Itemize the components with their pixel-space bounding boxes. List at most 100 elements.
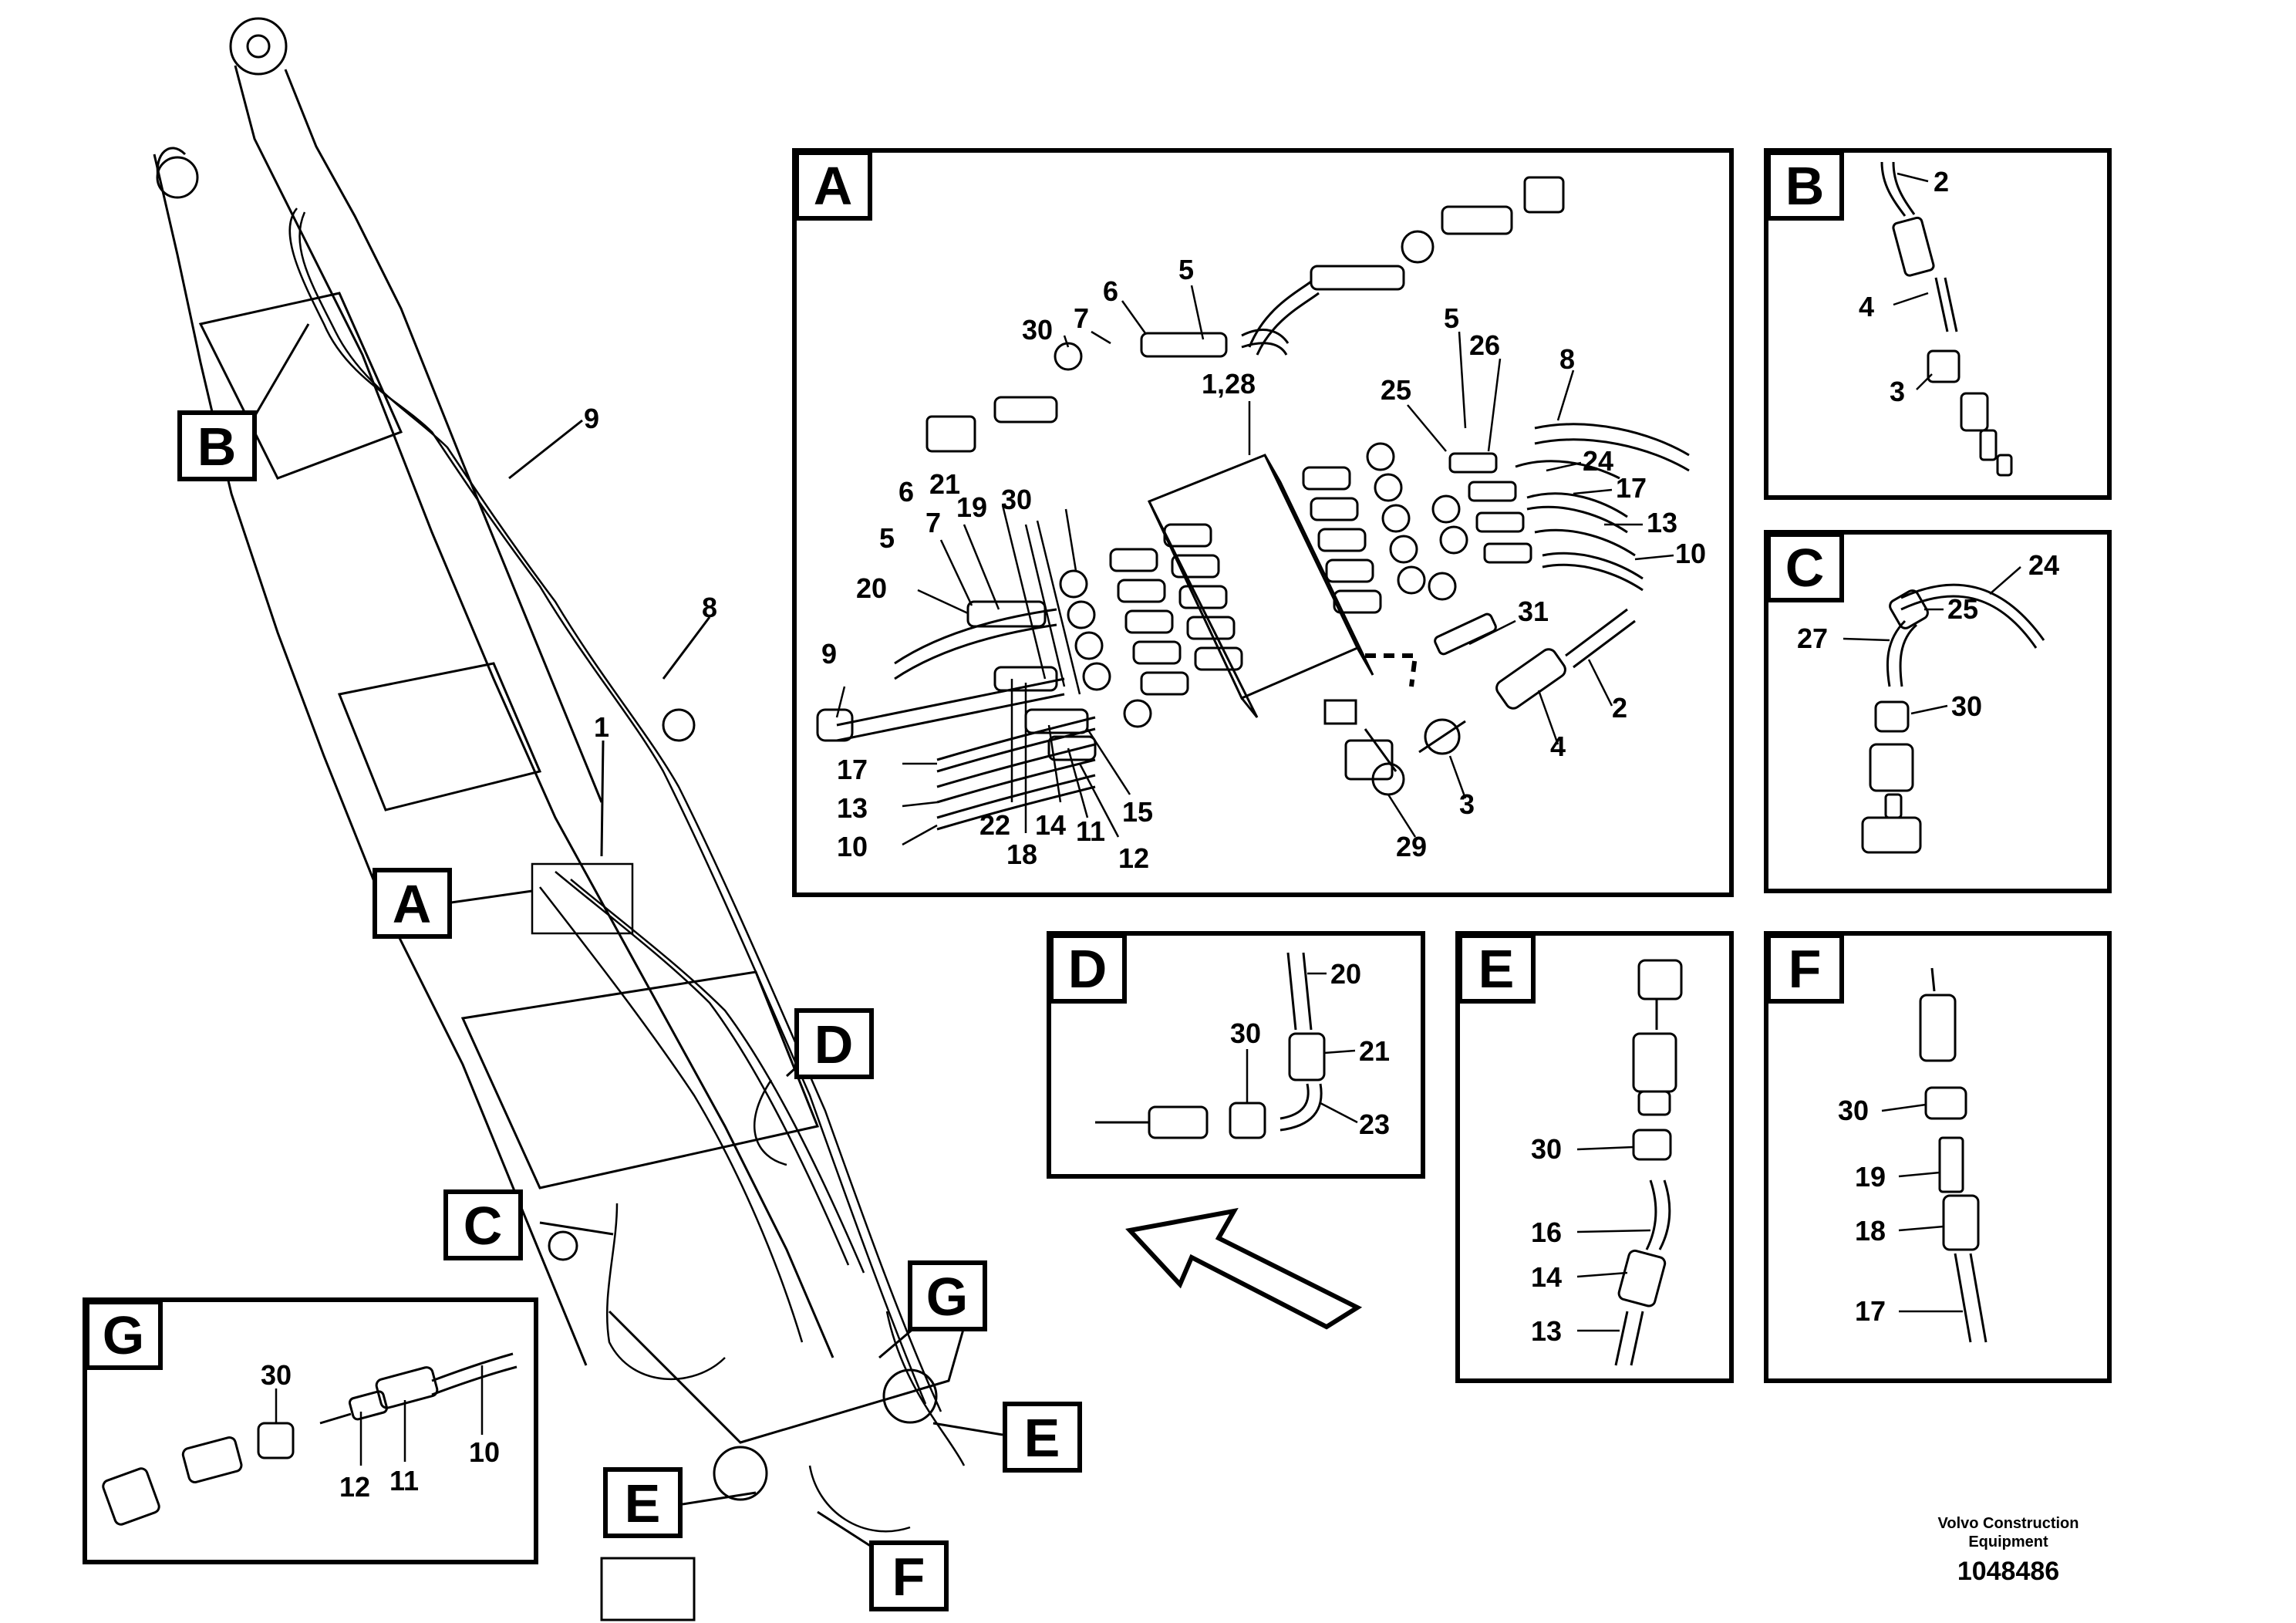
b-label-2: 2: [1934, 166, 1949, 197]
a-label-5-left: 5: [879, 522, 895, 554]
f-label-19: 19: [1855, 1161, 1886, 1193]
a-label-19: 19: [956, 491, 987, 523]
elbow-fitting-top-left: [925, 415, 976, 453]
hose-17-right: [1526, 492, 1628, 518]
a-label-2: 2: [1612, 692, 1627, 724]
detail-c-drawing: [1861, 583, 2045, 854]
boom-assembly: [153, 17, 966, 1621]
svg-text:A: A: [814, 156, 853, 216]
g-tube-12: [348, 1390, 388, 1421]
fitting-6-top: [1140, 332, 1228, 358]
e-label-16: 16: [1531, 1216, 1562, 1248]
a-label-8: 8: [1559, 343, 1575, 375]
g-label-30: 30: [261, 1359, 292, 1391]
block-fittings-left: [1059, 523, 1243, 728]
svg-text:G: G: [926, 1267, 968, 1327]
svg-text:C: C: [1785, 538, 1825, 598]
tag-c-detail[interactable]: C: [1766, 532, 1844, 602]
washer-30-top: [1054, 342, 1083, 371]
f-label-30: 30: [1838, 1095, 1869, 1126]
f-label-17: 17: [1855, 1295, 1886, 1327]
svg-text:A: A: [393, 874, 432, 934]
a-label-4: 4: [1550, 731, 1566, 762]
tag-g-detail[interactable]: G: [85, 1300, 163, 1370]
d-elbow-23: [1279, 1083, 1310, 1120]
boom-mid-plate: [337, 662, 542, 812]
hose-line-4: [570, 879, 865, 1274]
tag-d-overview[interactable]: D: [794, 1008, 874, 1079]
e-hose-13: [1614, 1311, 1629, 1366]
d-hose-20: [1286, 952, 1297, 1031]
hose-8: [1534, 423, 1690, 457]
d-label-21: 21: [1359, 1035, 1390, 1067]
detail-b-drawing: [1880, 161, 2013, 477]
a-label-5-top: 5: [1178, 254, 1194, 285]
boom-left-bracket: [156, 147, 187, 178]
view-direction-arrow: [1125, 1207, 1363, 1330]
hose-10-left: [936, 774, 1096, 819]
svg-text:F: F: [1789, 939, 1822, 999]
a-label-15: 15: [1122, 796, 1153, 828]
c-label-24: 24: [2028, 549, 2059, 581]
hose-17-left: [936, 716, 1096, 761]
block-fittings-right: [1302, 442, 1532, 614]
hose-13-left: [936, 743, 1096, 788]
a-label-14: 14: [1035, 809, 1066, 841]
detail-g-panel: G 30 12 11 10: [83, 1297, 538, 1564]
tag-f-overview[interactable]: F: [869, 1540, 949, 1611]
tag-e-detail[interactable]: E: [1458, 933, 1536, 1004]
overview-leaders: [253, 323, 1003, 1548]
fitting-29: [1344, 739, 1394, 781]
svg-text:B: B: [197, 417, 237, 477]
a-label-7-left: 7: [925, 507, 941, 538]
tag-d-detail[interactable]: D: [1049, 933, 1127, 1004]
f-washer-30: [1924, 1086, 1967, 1120]
hose-line-2: [298, 211, 942, 1412]
boom-top-edge: [284, 69, 603, 803]
boom-gauge: [548, 1230, 578, 1261]
a-label-7-top: 7: [1074, 302, 1089, 334]
e-elbow-top: [1637, 959, 1683, 1000]
leader-f: [817, 1510, 872, 1548]
tag-a-detail[interactable]: A: [794, 150, 872, 221]
boom-top-eye-pin: [246, 34, 271, 59]
c-elbow-end: [1861, 816, 1922, 854]
a-label-9: 9: [821, 638, 837, 670]
f-label-18: 18: [1855, 1215, 1886, 1247]
f-fitting-18: [1942, 1194, 1980, 1251]
tag-a-overview[interactable]: A: [373, 868, 452, 939]
hose-loop-d: [753, 1079, 787, 1166]
d-label-30: 30: [1230, 1017, 1261, 1049]
tag-f-detail[interactable]: F: [1766, 933, 1844, 1004]
svg-text:D: D: [814, 1014, 854, 1075]
leader-b: [253, 323, 310, 417]
a-label-6-left: 6: [899, 476, 914, 508]
g-label-10: 10: [469, 1436, 500, 1468]
a-label-24: 24: [1583, 445, 1613, 477]
leader-a: [450, 889, 533, 904]
svg-text:E: E: [625, 1473, 661, 1534]
tag-c-overview[interactable]: C: [443, 1189, 523, 1260]
distribution-block-side: [1148, 501, 1259, 718]
a-label-13-right: 13: [1647, 507, 1677, 538]
d-fitting-21: [1288, 1032, 1326, 1081]
tag-b-detail[interactable]: B: [1766, 150, 1844, 221]
tag-g-overview[interactable]: G: [908, 1260, 987, 1331]
boom-foot-bracket: [608, 1310, 966, 1444]
tag-e-overview-left[interactable]: E: [603, 1467, 683, 1538]
a-label-31: 31: [1518, 596, 1549, 627]
boom-foot-pin-right: [882, 1368, 938, 1424]
hose-10-right: [1542, 552, 1644, 580]
leader-c: [539, 1221, 614, 1236]
a-label-5-right: 5: [1444, 302, 1459, 334]
hose-line-3: [555, 871, 850, 1266]
f-hose-17: [1954, 1253, 1972, 1343]
tag-e-overview-right[interactable]: E: [1003, 1402, 1082, 1473]
d-label-20: 20: [1330, 958, 1361, 990]
hose-loop-c: [605, 1203, 726, 1381]
a-label-18: 18: [1006, 838, 1037, 870]
tag-b-overview[interactable]: B: [177, 410, 257, 481]
g-label-12: 12: [339, 1471, 370, 1503]
elbow-fitting-top-right: [1523, 176, 1565, 214]
